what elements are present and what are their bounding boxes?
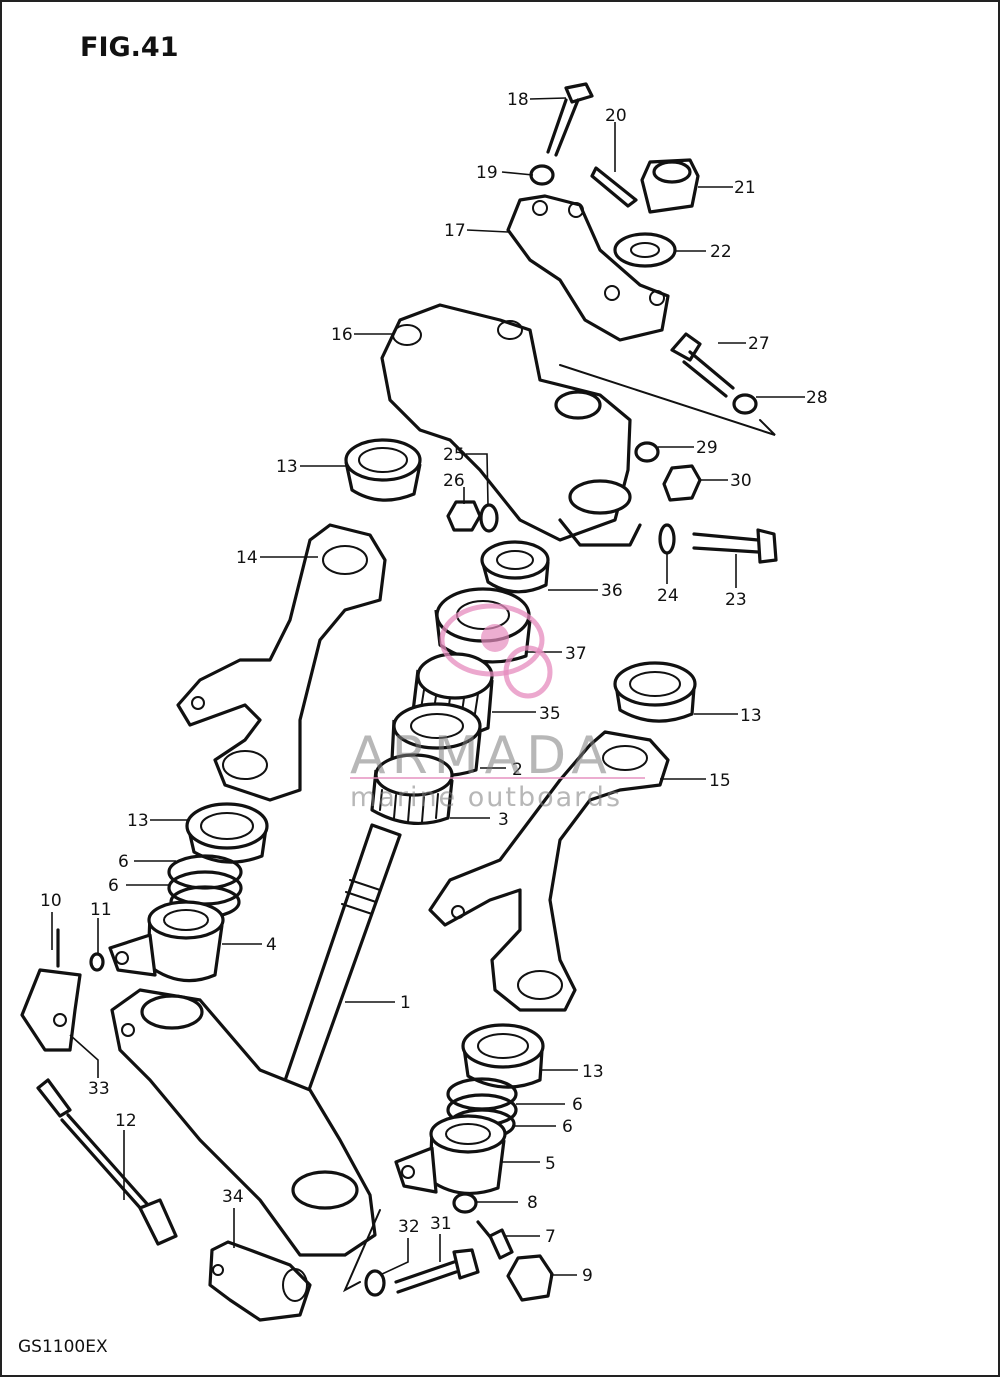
part-upper-bracket-16 [380,303,642,547]
watermark-propeller-blade [503,645,553,699]
callout-3: 3 [498,810,509,830]
part-washer-22 [613,232,677,268]
callout-37: 37 [565,644,587,664]
watermark-propeller-hub [481,624,509,652]
part-lock-10 [20,928,82,1052]
callout-1: 1 [400,993,411,1013]
callout-19: 19 [476,163,498,183]
callout-5: 5 [545,1154,556,1174]
part-bolt-31 [394,1248,480,1294]
alignment-line-bottom [342,1209,381,1293]
callout-28: 28 [806,388,828,408]
alignment-line-top [559,364,776,436]
callout-29: 29 [696,438,718,458]
callout-labels: 18 20 19 21 17 22 16 27 28 13 25 26 29 3… [40,90,828,1286]
callout-13: 13 [276,457,298,477]
callout-6: 6 [572,1095,583,1115]
callout-24: 24 [657,586,679,606]
callout-2: 2 [512,760,523,780]
callout-15: 15 [709,771,731,791]
model-code: GS1100EX [18,1337,108,1357]
part-cap-9 [506,1254,554,1302]
part-holder-17 [506,194,670,342]
watermark-brand: ARMADA [350,726,613,786]
callout-8: 8 [527,1193,538,1213]
callout-18: 18 [507,90,529,110]
figure-title: FIG.41 [80,32,178,63]
callout-13: 13 [740,706,762,726]
part-washer-24 [658,523,676,555]
watermark-propeller-logo [439,603,545,677]
callout-20: 20 [605,106,627,126]
callout-12: 12 [115,1111,137,1131]
callout-35: 35 [539,704,561,724]
part-capnut-21 [640,158,700,214]
callout-36: 36 [601,581,623,601]
part-washer-32 [364,1269,386,1297]
part-bolt-23 [692,528,778,564]
callout-13: 13 [127,811,149,831]
watermark: ARMADA marine outboards [350,603,645,813]
callout-30: 30 [730,471,752,491]
part-stem-1 [110,823,402,1257]
callout-25: 25 [443,445,465,465]
part-nut-19 [529,164,555,186]
part-washer-8 [452,1192,478,1214]
part-seal-36 [480,540,550,594]
callout-6: 6 [118,852,129,872]
callout-11: 11 [90,900,112,920]
callout-9: 9 [582,1266,593,1286]
part-bearing-3 [370,753,454,826]
part-bolt-27 [670,332,735,398]
part-bolt-18 [546,82,594,157]
watermark-tagline: marine outboards [350,782,622,813]
part-clamp-5 [394,1114,507,1195]
callout-4: 4 [266,935,277,955]
part-nut-30 [662,464,702,502]
callout-17: 17 [444,221,466,241]
part-cable-12 [36,1078,178,1246]
part-lock-34 [208,1240,312,1322]
part-washer-28 [732,393,758,415]
part-seal-13-right-lower [461,1023,545,1089]
callout-16: 16 [331,325,353,345]
part-clamp-4 [108,900,225,983]
callout-23: 23 [725,590,747,610]
callout-31: 31 [430,1214,452,1234]
callout-13: 13 [582,1062,604,1082]
part-seal-13-right-upper [613,661,697,723]
callout-14: 14 [236,548,258,568]
callout-10: 10 [40,891,62,911]
part-spring-11 [89,952,105,972]
callout-32: 32 [398,1217,420,1237]
part-nut-26 [446,500,482,532]
callout-33: 33 [88,1079,110,1099]
leader-lines [51,97,805,1276]
part-screw-7 [476,1220,514,1260]
callout-7: 7 [545,1227,556,1247]
callout-21: 21 [734,178,756,198]
part-seal-13-upper-left [344,438,422,502]
callout-26: 26 [443,471,465,491]
part-plate-20 [590,166,638,208]
callout-6: 6 [108,876,119,896]
callout-27: 27 [748,334,770,354]
part-washer-29 [634,441,660,463]
part-seal-13-mid-left [185,802,269,864]
part-cover-15 [428,730,670,1012]
callout-34: 34 [222,1187,244,1207]
part-washer-25 [479,503,499,533]
part-cover-14 [176,523,387,802]
callout-6: 6 [562,1117,573,1137]
callout-22: 22 [710,242,732,262]
